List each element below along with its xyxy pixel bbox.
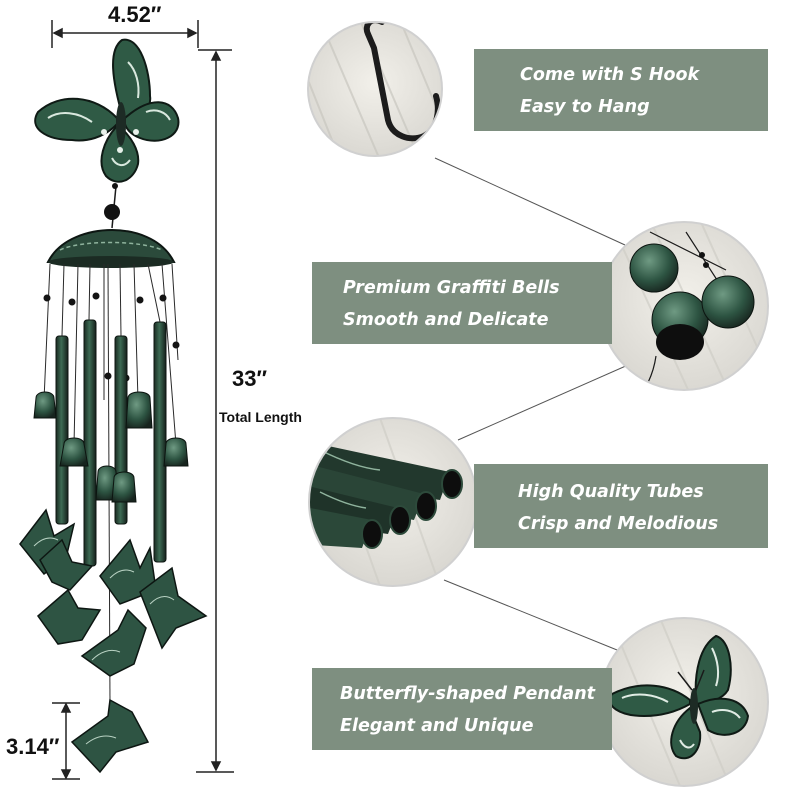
tubes-detail-circle (308, 417, 478, 587)
feature-banner-tubes: High Quality Tubes Crisp and Melodious (474, 464, 768, 548)
pendant-butterflies (19, 508, 208, 774)
connector-lines (434, 157, 629, 653)
feature-subtitle: Crisp and Melodious (518, 514, 719, 534)
total-length-dimension-label: 33″ (232, 366, 268, 391)
dimension-lines (51, 20, 234, 780)
top-butterfly (34, 38, 180, 183)
feature-title: High Quality Tubes (518, 482, 704, 502)
feature-title: Premium Graffiti Bells (343, 278, 560, 298)
pendant-detail-circle (599, 617, 769, 787)
chime-bells (33, 391, 189, 503)
feature-subtitle: Easy to Hang (520, 97, 650, 117)
feature-subtitle: Elegant and Unique (340, 716, 534, 736)
total-length-caption: Total Length (219, 409, 302, 425)
feature-banner-pendant: Butterfly-shaped Pendant Elegant and Uni… (312, 668, 612, 750)
feature-title: Butterfly-shaped Pendant (340, 684, 596, 704)
width-dimension-label: 4.52″ (108, 2, 162, 27)
feature-banner-bells: Premium Graffiti Bells Smooth and Delica… (312, 262, 612, 344)
feature-banner-hook: Come with S Hook Easy to Hang (474, 49, 768, 131)
feature-title: Come with S Hook (520, 65, 700, 85)
pendant-dimension-label: 3.14″ (6, 734, 60, 759)
wind-chime (19, 38, 208, 774)
hook-detail-circle (307, 21, 443, 157)
feature-subtitle: Smooth and Delicate (343, 310, 549, 330)
bells-detail-circle (599, 221, 769, 391)
